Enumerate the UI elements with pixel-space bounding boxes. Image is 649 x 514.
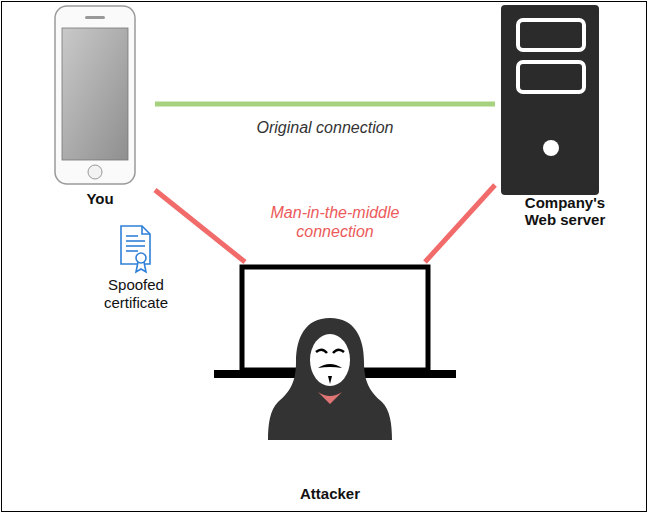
mitm-connection-line — [425, 185, 495, 262]
server-node: Company's Web server — [495, 4, 635, 230]
hacker-figure — [268, 318, 392, 440]
mitm-label: Man-in-the-middle connection — [255, 203, 415, 241]
edge-label: Original connection — [254, 119, 397, 137]
server-icon — [501, 5, 599, 195]
node-label: Company's Web server — [517, 194, 613, 229]
certificate-icon — [121, 226, 150, 272]
mitm-connection-line — [155, 190, 245, 262]
certificate-label: Spoofed certificate — [90, 276, 182, 312]
attacker-node: Attacker — [205, 262, 455, 504]
node-label: Attacker — [300, 485, 360, 502]
node-label: You — [86, 190, 113, 207]
device-node: You — [45, 4, 155, 209]
original-connection-line — [155, 102, 495, 107]
phone-icon — [55, 6, 135, 184]
